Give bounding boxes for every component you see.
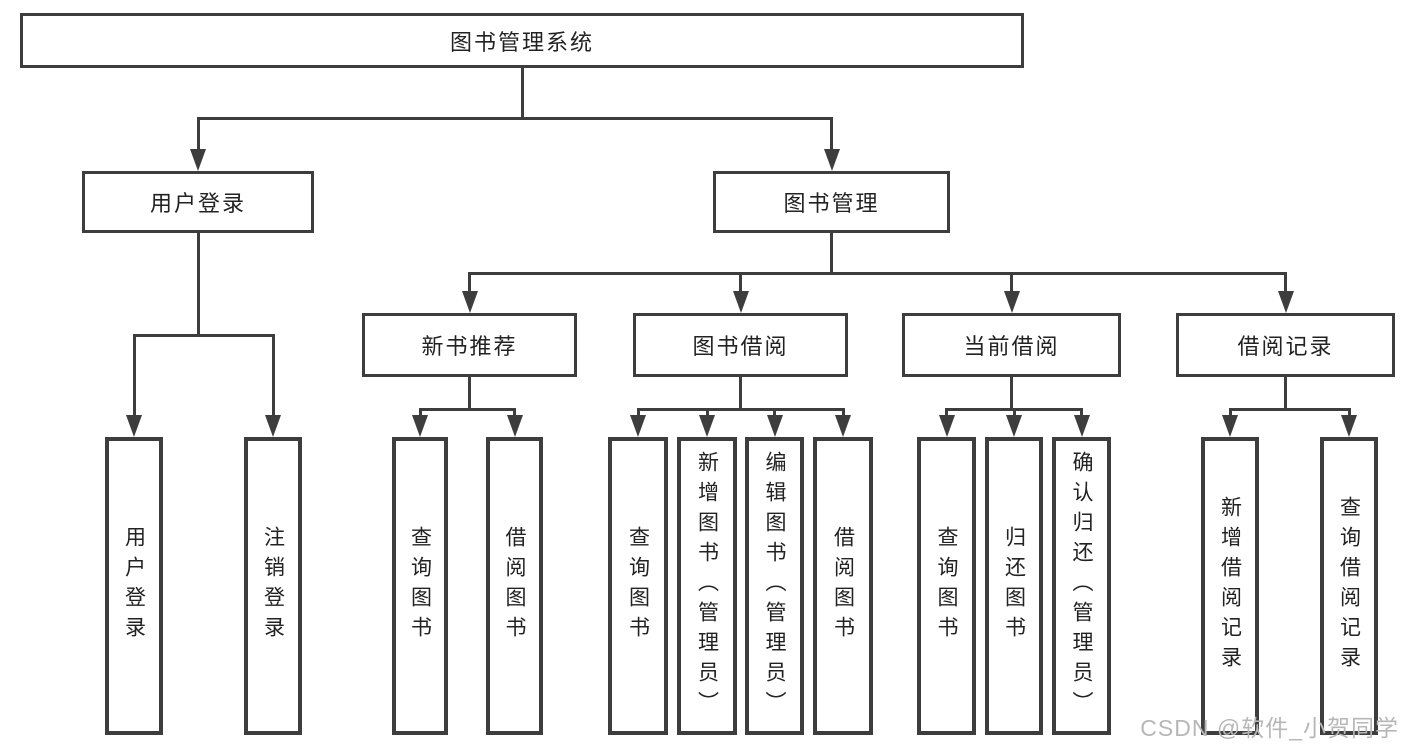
connector-horizontal-line: [636, 407, 845, 411]
node-user-login: 用户登录: [82, 171, 314, 233]
arrowhead-down-icon: [1277, 291, 1294, 313]
connector-horizontal-line: [418, 407, 516, 411]
arrowhead-down-icon: [766, 415, 783, 437]
arrowhead-down-icon: [506, 415, 523, 437]
node-label: 新增图书（管理员）: [695, 451, 719, 721]
arrowhead-down-icon: [1341, 415, 1357, 437]
node-borrowing-records: 借阅记录: [1176, 313, 1395, 377]
node-label: 查询借阅记录: [1337, 496, 1361, 676]
connector-vertical-line: [739, 273, 742, 297]
arrowhead-down-icon: [1222, 415, 1238, 437]
node-bb-borrow-books: 借阅图书: [813, 437, 873, 735]
connector-vertical-line: [468, 273, 471, 297]
node-label: 查询图书: [626, 526, 650, 646]
node-bb-add-books-admin: 新增图书（管理员）: [677, 437, 737, 735]
watermark: CSDN @软件_小贺同学: [1140, 715, 1399, 741]
node-label: 新增借阅记录: [1218, 496, 1242, 676]
arrowhead-down-icon: [938, 415, 955, 437]
node-label: 用户登录: [149, 191, 246, 216]
arrowhead-down-icon: [630, 415, 646, 437]
node-label: 注销登录: [261, 526, 285, 646]
connector-vertical-line: [1284, 273, 1287, 297]
connector-horizontal-line: [196, 116, 833, 120]
arrowhead-down-icon: [1003, 291, 1020, 313]
node-label: 编辑图书（管理员）: [763, 451, 787, 721]
node-cb-confirm-return-admin: 确认归还（管理员）: [1052, 437, 1111, 735]
connector-vertical-line: [196, 233, 200, 335]
connector-horizontal-line: [132, 333, 275, 337]
arrowhead-down-icon: [461, 291, 478, 313]
node-nb-borrow-books: 借阅图书: [486, 437, 543, 735]
connector-vertical-line: [132, 335, 136, 421]
node-system: 图书管理系统: [20, 13, 1024, 68]
arrowhead-down-icon: [1073, 415, 1090, 437]
node-label: 查询图书: [408, 526, 432, 646]
node-current-borrowing: 当前借阅: [902, 313, 1121, 377]
node-cb-query-books: 查询图书: [917, 437, 976, 735]
arrowhead-down-icon: [412, 415, 428, 437]
node-book-borrowing: 图书借阅: [633, 313, 848, 377]
connector-vertical-line: [1010, 377, 1013, 409]
arrowhead-down-icon: [823, 149, 840, 171]
node-label: 借阅图书: [831, 526, 855, 646]
node-label: 图书管理: [783, 191, 880, 216]
connector-vertical-line: [196, 118, 200, 155]
arrowhead-down-icon: [190, 149, 206, 171]
connector-horizontal-line: [1228, 407, 1351, 411]
connector-vertical-line: [271, 335, 275, 421]
node-br-query-borrow-record: 查询借阅记录: [1320, 437, 1378, 735]
node-bb-edit-books-admin: 编辑图书（管理员）: [745, 437, 804, 735]
arrowhead-down-icon: [699, 415, 715, 437]
arrowhead-down-icon: [265, 415, 281, 437]
node-bb-query-books: 查询图书: [608, 437, 668, 735]
node-label: 图书管理系统: [449, 29, 594, 55]
connector-vertical-line: [1010, 273, 1013, 297]
connector-vertical-line: [739, 377, 742, 409]
node-nb-query-books: 查询图书: [392, 437, 448, 735]
node-label: 确认归还（管理员）: [1070, 451, 1094, 721]
node-book-management: 图书管理: [713, 171, 950, 233]
connector-vertical-line: [468, 377, 471, 409]
connector-vertical-line: [830, 118, 833, 155]
node-label: 借阅图书: [503, 526, 527, 646]
node-user-login-item: 用户登录: [105, 437, 163, 735]
connector-horizontal-line: [468, 271, 1287, 275]
arrowhead-down-icon: [126, 415, 142, 437]
node-cb-return-books: 归还图书: [985, 437, 1043, 735]
node-label: 新书推荐: [421, 334, 518, 359]
arrowhead-down-icon: [1006, 415, 1022, 437]
node-label: 图书借阅: [692, 334, 789, 359]
node-label: 用户登录: [122, 526, 146, 646]
node-logout-item: 注销登录: [244, 437, 302, 735]
connector-vertical-line: [830, 233, 833, 273]
node-label: 查询图书: [935, 526, 959, 646]
node-label: 借阅记录: [1237, 334, 1334, 359]
arrowhead-down-icon: [835, 415, 851, 437]
node-br-add-borrow-record: 新增借阅记录: [1201, 437, 1259, 735]
node-label: 归还图书: [1002, 526, 1026, 646]
connector-vertical-line: [1284, 377, 1287, 409]
node-new-book-recommend: 新书推荐: [362, 313, 577, 377]
arrowhead-down-icon: [732, 291, 749, 313]
node-label: 当前借阅: [963, 334, 1060, 359]
connector-vertical-line: [520, 68, 524, 118]
